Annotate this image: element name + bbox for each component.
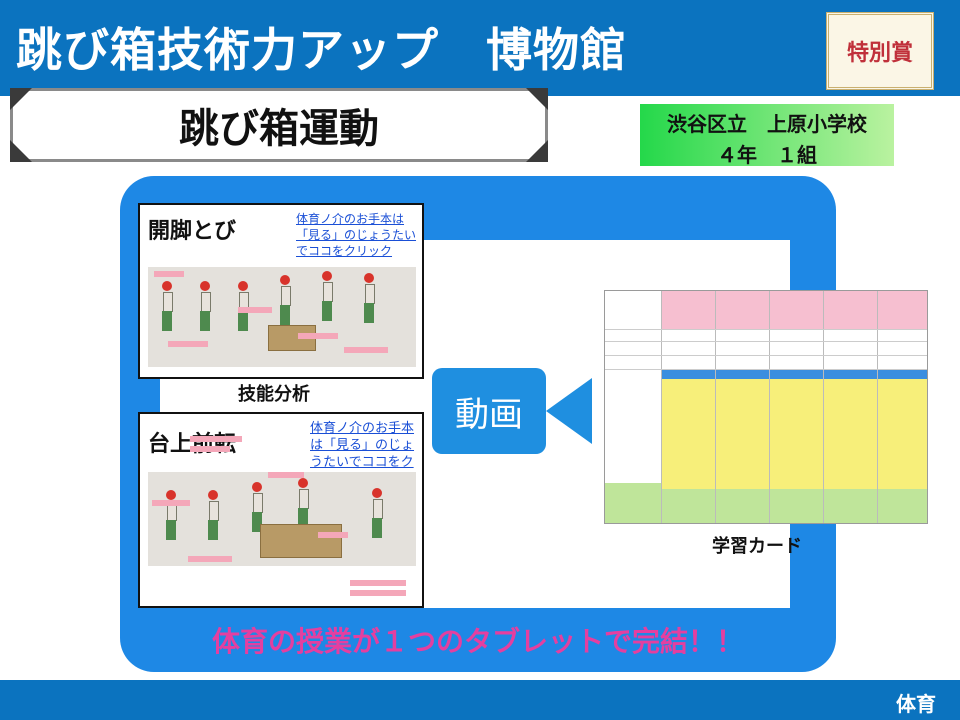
video-button[interactable]: 動画 — [432, 368, 546, 454]
lc-gridline — [769, 291, 770, 523]
subtitle-frame: 跳び箱運動 — [10, 88, 548, 162]
lc-gridline — [605, 341, 927, 342]
motion-photo-strip — [148, 267, 416, 367]
page-title: 跳び箱技術力アップ 博物館 — [16, 23, 627, 77]
figure — [360, 273, 378, 325]
lc-gridline — [605, 355, 927, 356]
annotation-tag — [190, 436, 242, 442]
frame-corner — [526, 140, 548, 162]
lc-gridline — [877, 291, 878, 523]
lc-gridline — [661, 291, 662, 523]
annotation-tag — [190, 446, 230, 452]
lc-gridline — [823, 291, 824, 523]
lc-gridline — [715, 291, 716, 523]
annotation-tag — [168, 341, 208, 347]
figure — [248, 482, 266, 534]
lc-eval-row — [605, 329, 927, 369]
model-link[interactable]: 体育ノ介のお手本は「見る」のじょうたいでココをクリック — [296, 212, 417, 258]
annotation-tag — [154, 271, 184, 277]
subtitle: 跳び箱運動 — [179, 106, 379, 152]
skill-analysis-caption: 技能分析 — [238, 384, 310, 405]
vault-card-thumbnail[interactable]: 開脚とび 体育ノ介のお手本は「見る」のじょうたいでココをクリック — [138, 203, 424, 379]
frame-corner — [10, 88, 32, 110]
figure — [196, 281, 214, 333]
learning-card-caption: 学習カード — [712, 536, 802, 557]
lc-green-cell — [605, 483, 661, 523]
motion-photo-strip — [148, 472, 416, 566]
annotation-tag — [344, 347, 388, 353]
lc-gridline — [605, 369, 927, 370]
award-badge: 特別賞 — [826, 12, 934, 90]
forward-roll-card-thumbnail[interactable]: 台上前転 体育ノ介のお手本は「見る」のじょうたいでココをクリック！ — [138, 412, 424, 608]
lc-yellow-row — [661, 379, 927, 489]
lc-header-row — [661, 291, 927, 329]
school-name: 渋谷区立 上原小学校 — [667, 112, 867, 136]
annotation-tag — [188, 556, 232, 562]
learning-card-thumbnail[interactable] — [604, 290, 928, 524]
video-camera-icon — [546, 378, 592, 444]
lc-green-row — [661, 489, 927, 523]
figure — [158, 281, 176, 333]
summary-message: 体育の授業が１つのタブレットで完結！！ — [211, 625, 744, 658]
lc-blue-row — [661, 369, 927, 379]
figure — [294, 478, 312, 530]
annotation-tag — [350, 580, 406, 586]
annotation-tag — [298, 333, 338, 339]
header-bar: 跳び箱技術力アップ 博物館 特別賞 — [0, 0, 960, 96]
subject-label: 体育 — [896, 692, 936, 716]
vault-box — [260, 524, 342, 558]
figure — [276, 275, 294, 327]
figure — [162, 490, 180, 542]
annotation-tag — [152, 500, 190, 506]
figure — [368, 488, 386, 540]
video-label: 動画 — [455, 394, 523, 435]
card-title: 台上前転 — [148, 432, 237, 457]
card-title: 開脚とび — [148, 219, 237, 244]
school-info: 渋谷区立 上原小学校 ４年 １組 — [640, 104, 894, 167]
frame-corner — [526, 88, 548, 110]
figure — [318, 271, 336, 323]
lc-gridline — [605, 329, 927, 330]
figure — [204, 490, 222, 542]
frame-corner — [10, 140, 32, 162]
school-class: ４年 １組 — [717, 143, 817, 167]
annotation-tag — [238, 307, 272, 313]
award-label: 特別賞 — [846, 41, 913, 66]
annotation-tag — [318, 532, 348, 538]
annotation-tag — [350, 590, 406, 596]
annotation-tag — [268, 472, 304, 478]
footer-bar: 体育 — [0, 680, 960, 720]
